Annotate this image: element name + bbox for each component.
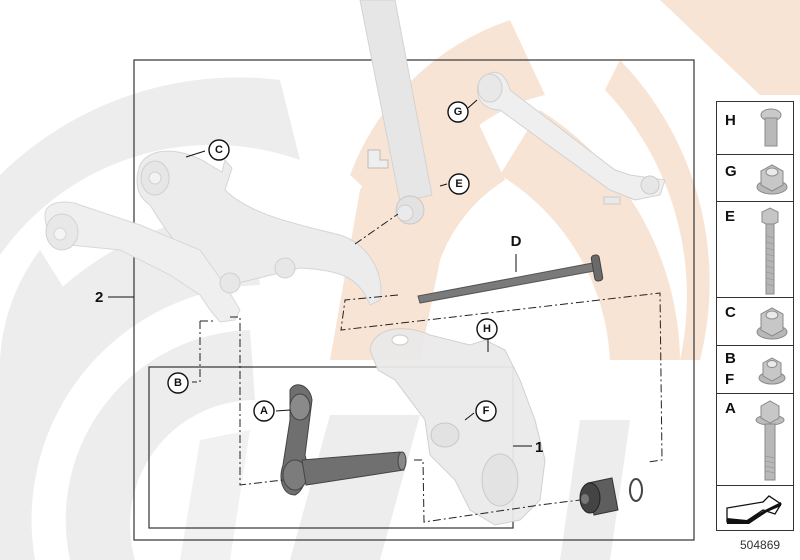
bolt-d[interactable] [417, 254, 604, 304]
flange-bolt-icon [755, 400, 785, 481]
fastener-item-b-f[interactable]: B F [717, 346, 793, 394]
fastener-item-c[interactable]: C [717, 298, 793, 346]
flange-nut-small-icon [758, 357, 786, 385]
fastener-item-a[interactable]: A [717, 394, 793, 486]
fastener-letter: B [725, 350, 736, 367]
svg-text:B: B [174, 377, 182, 389]
fastener-letter: C [725, 304, 736, 321]
svg-text:E: E [455, 178, 462, 190]
callout-C[interactable]: C [208, 139, 230, 161]
fastener-letter: E [725, 208, 736, 225]
hex-bolt-short-icon [760, 108, 782, 147]
fastener-letter: F [725, 371, 735, 388]
group-2-frame [133, 59, 695, 541]
svg-text:F: F [483, 405, 490, 417]
fastener-letter: G [725, 163, 737, 180]
svg-text:C: C [215, 144, 223, 156]
assembly-lines [192, 213, 663, 523]
navigate-arrow-icon [726, 495, 782, 524]
o-ring[interactable] [629, 478, 643, 502]
flange-nut-icon [756, 307, 788, 340]
fastener-letter: H [725, 112, 736, 129]
fastener-letter: A [725, 400, 736, 417]
svg-text:D: D [511, 233, 522, 250]
group-label-2: 2 [95, 289, 103, 306]
lower-control-arm[interactable] [44, 201, 296, 323]
svg-text:A: A [260, 405, 268, 417]
callout-F[interactable]: F [475, 400, 497, 422]
callout-E[interactable]: E [448, 173, 470, 195]
callout-G[interactable]: G [447, 101, 469, 123]
hex-bolt-long-icon [761, 207, 779, 295]
upper-control-arm[interactable] [476, 72, 666, 205]
svg-text:G: G [454, 106, 463, 118]
svg-text:H: H [483, 323, 491, 335]
diagram-id-number: 504869 [740, 538, 781, 552]
fastener-item-g[interactable]: G [717, 155, 793, 202]
group-label-1: 1 [535, 439, 543, 456]
shock-absorber[interactable] [359, 0, 433, 225]
camber-link[interactable] [280, 384, 407, 496]
callout-A[interactable]: A [253, 400, 275, 422]
callout-B[interactable]: B [167, 372, 189, 394]
flange-nut-icon [756, 164, 788, 195]
fastener-panel: H G E C [716, 101, 794, 531]
callout-H[interactable]: H [476, 318, 498, 340]
wheel-carrier[interactable] [369, 328, 546, 526]
fastener-item-h[interactable]: H [717, 102, 793, 155]
fastener-item-e[interactable]: E [717, 202, 793, 298]
rubber-bushing[interactable] [579, 477, 619, 516]
navigate-button[interactable] [717, 486, 793, 530]
callout-D[interactable]: D [511, 233, 522, 250]
